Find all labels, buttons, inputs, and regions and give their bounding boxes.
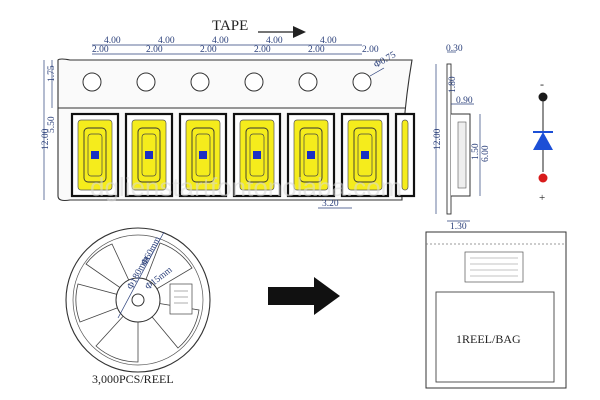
pitch-label: 4.00 <box>266 36 283 46</box>
sprocket-hole <box>352 72 372 92</box>
led-chip <box>91 151 99 159</box>
bottom-label: 1.30 <box>450 222 467 232</box>
right-arrow-icon <box>268 277 340 315</box>
pitch-label: 4.00 <box>158 36 175 46</box>
half-pitch-label: 2.00 <box>146 45 163 55</box>
pitch-label: 4.00 <box>212 36 229 46</box>
led-lens-inner <box>195 133 211 177</box>
tape-arrow-head <box>293 26 306 38</box>
led-lens <box>299 127 323 183</box>
edge-to-hole-label: 1.75 <box>47 65 57 82</box>
cathode-dot <box>538 92 548 102</box>
diode-triangle <box>533 132 553 150</box>
led-pocket <box>70 112 120 198</box>
tape-top-view: TAPE 4.00 4.00 4.00 4.00 4.00 2.00 <box>41 18 416 209</box>
half-pitch-label: 2.00 <box>254 45 271 55</box>
pitch-label: 4.00 <box>320 36 337 46</box>
pitch-label: 4.00 <box>104 36 121 46</box>
led-lens-inner <box>303 133 319 177</box>
pocket-length-2-label: 1.50 <box>471 143 481 160</box>
led-chip <box>253 151 261 159</box>
reel-center-hole <box>131 293 145 307</box>
led-lens <box>245 127 269 183</box>
pocket-length-label: 6.00 <box>481 145 491 162</box>
anode-dot <box>538 173 548 183</box>
reel-bag: 1REEL/BAG <box>425 231 567 389</box>
led-pocket <box>124 112 174 198</box>
tape-title: TAPE <box>212 18 248 34</box>
led-lens-inner <box>249 133 265 177</box>
pocket-width-label: 3.20 <box>322 199 339 209</box>
led-pocket <box>232 112 282 198</box>
pitch-dimensions: 4.00 4.00 4.00 4.00 4.00 2.00 2.00 2.00 … <box>92 36 379 55</box>
reel-inner-flange <box>72 234 204 366</box>
positive-sign: + <box>539 192 545 204</box>
sprocket-hole <box>190 72 210 92</box>
led-pocket <box>178 112 228 198</box>
led-pocket <box>286 112 336 198</box>
depth-1-label: 1.80 <box>448 76 458 93</box>
side-height-label: 12.00 <box>433 128 443 150</box>
led-pocket <box>340 112 390 198</box>
tape-side-view: 0.30 1.80 0.90 12.00 6.00 1.50 1.30 <box>433 44 491 232</box>
led-chip <box>307 151 315 159</box>
led-lens <box>191 127 215 183</box>
led-lens-inner <box>87 133 103 177</box>
led-lens <box>353 127 377 183</box>
polarity-symbol: - + <box>533 77 553 204</box>
reel-drawing: Φ180mm Φ60mm Φ15mm 3,000PCS/REEL <box>65 227 211 386</box>
led-lens <box>137 127 161 183</box>
half-pitch-label: 2.00 <box>362 45 379 55</box>
sprocket-hole <box>298 72 318 92</box>
hole-to-pocket-label: 5.50 <box>47 116 57 133</box>
sprocket-hole <box>136 72 156 92</box>
led-lens-inner <box>141 133 157 177</box>
diameter-callout-line <box>117 231 165 319</box>
reel-caption: 3,000PCS/REEL <box>92 372 174 386</box>
bag-inner-reel-area <box>435 291 555 383</box>
reel-label-sticker <box>169 283 193 315</box>
half-pitch-label: 2.00 <box>92 45 109 55</box>
led-chip <box>361 151 369 159</box>
led-pockets <box>70 112 416 198</box>
half-pitch-label: 2.00 <box>200 45 217 55</box>
led-lens-inner <box>357 133 373 177</box>
watermark: dglienstartfontonolaba.com <box>90 172 402 202</box>
led-body <box>401 119 409 191</box>
sprocket-hole <box>244 72 264 92</box>
half-pitch-label: 2.00 <box>308 45 325 55</box>
bag-label-sticker <box>464 251 524 283</box>
led-pocket <box>394 112 416 198</box>
sprocket-holes <box>82 72 372 92</box>
thickness-label: 0.30 <box>446 44 463 54</box>
tape-width-label: 12.00 <box>41 128 51 150</box>
sprocket-hole <box>82 72 102 92</box>
led-chip <box>199 151 207 159</box>
led-lens <box>83 127 107 183</box>
depth-2-label: 0.90 <box>456 96 473 106</box>
bag-label: 1REEL/BAG <box>456 332 521 346</box>
hole-callout-line <box>369 67 385 77</box>
side-led <box>457 121 467 189</box>
reel-window <box>75 283 140 323</box>
negative-sign: - <box>540 77 544 91</box>
led-chip <box>145 151 153 159</box>
